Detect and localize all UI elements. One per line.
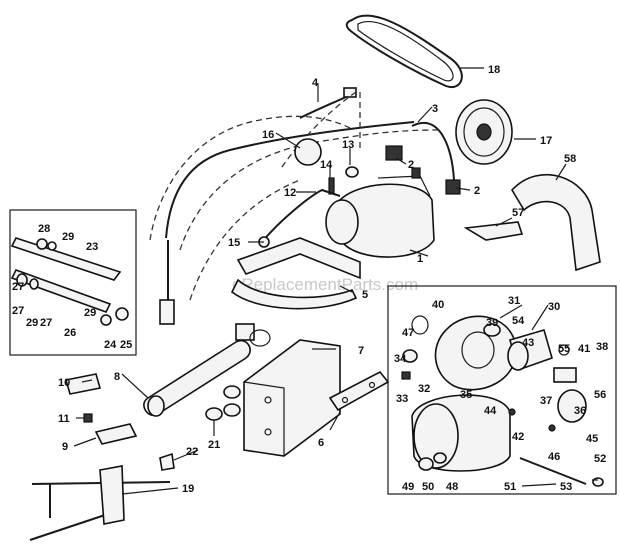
callout-37: 37 xyxy=(540,395,552,407)
callout-42: 42 xyxy=(512,431,524,443)
callout-5: 5 xyxy=(362,289,368,301)
support-bracket xyxy=(230,237,361,310)
callout-14: 14 xyxy=(320,159,333,171)
callout-12: 12 xyxy=(284,187,296,199)
callout-53: 53 xyxy=(560,481,572,493)
callout-36: 36 xyxy=(574,405,586,417)
inset-left-parts xyxy=(10,237,129,326)
clevis-parts xyxy=(64,373,138,445)
bracket-plate xyxy=(243,339,341,457)
callout-43: 43 xyxy=(522,337,534,349)
leader-lines xyxy=(73,67,598,495)
callout-11: 11 xyxy=(58,413,70,425)
callout-1: 1 xyxy=(417,253,423,265)
pulley xyxy=(455,99,513,165)
callout-57: 57 xyxy=(512,207,524,219)
callout-2b: 2 xyxy=(474,185,480,197)
shield xyxy=(463,173,601,272)
callout-3: 3 xyxy=(432,103,438,115)
callout-54: 54 xyxy=(512,315,525,327)
callout-22: 22 xyxy=(186,446,198,458)
callout-4: 4 xyxy=(312,77,319,89)
callout-47: 47 xyxy=(402,327,414,339)
callout-24: 24 xyxy=(104,339,117,351)
callout-27b: 27 xyxy=(40,317,52,329)
callout-21: 21 xyxy=(208,439,220,451)
callout-55: 55 xyxy=(558,343,570,355)
callout-52: 52 xyxy=(594,453,606,465)
callout-58: 58 xyxy=(564,153,576,165)
callout-56: 56 xyxy=(594,389,606,401)
callout-27c: 27 xyxy=(12,281,24,293)
callout-26: 26 xyxy=(64,327,76,339)
cylinder xyxy=(143,323,271,417)
callout-23: 23 xyxy=(86,241,98,253)
callout-45: 45 xyxy=(586,433,598,445)
callout-40: 40 xyxy=(432,299,444,311)
callout-19: 19 xyxy=(182,483,194,495)
callout-29a: 29 xyxy=(62,231,74,243)
callout-29c: 29 xyxy=(84,307,96,319)
callout-29b: 29 xyxy=(26,317,38,329)
callout-28: 28 xyxy=(38,223,50,235)
callout-17: 17 xyxy=(540,135,552,147)
callout-35: 35 xyxy=(460,389,472,401)
small-nuts xyxy=(159,385,241,471)
belt xyxy=(345,14,463,89)
callout-34: 34 xyxy=(394,353,407,365)
callout-27a: 27 xyxy=(12,305,24,317)
callout-30: 30 xyxy=(548,301,560,313)
inset-box-left xyxy=(9,209,137,356)
inset-box-right xyxy=(387,285,617,495)
callout-25: 25 xyxy=(120,339,132,351)
hoses xyxy=(159,87,455,325)
callout-49: 49 xyxy=(402,481,414,493)
callout-15: 15 xyxy=(228,237,240,249)
ball xyxy=(294,138,322,166)
callout-9: 9 xyxy=(62,441,68,453)
callout-8: 8 xyxy=(114,371,120,383)
callout-13: 13 xyxy=(342,139,354,151)
callout-50: 50 xyxy=(422,481,434,493)
callout-33: 33 xyxy=(396,393,408,405)
callout-38: 38 xyxy=(596,341,608,353)
callout-18: 18 xyxy=(488,64,500,76)
motor xyxy=(325,167,435,258)
callout-10: 10 xyxy=(58,377,70,389)
callout-46: 46 xyxy=(548,451,560,463)
callout-16: 16 xyxy=(262,129,274,141)
callout-41: 41 xyxy=(578,343,590,355)
callout-39: 39 xyxy=(486,317,498,329)
callout-6: 6 xyxy=(318,437,324,449)
callout-48: 48 xyxy=(446,481,458,493)
fittings xyxy=(328,145,461,195)
callout-7: 7 xyxy=(358,345,364,357)
callout-labels: 1 2 2 3 4 5 6 7 8 9 10 11 12 13 14 15 16… xyxy=(12,64,608,495)
callout-51: 51 xyxy=(504,481,516,493)
callout-2a: 2 xyxy=(408,159,414,171)
callout-32: 32 xyxy=(418,383,430,395)
callout-31: 31 xyxy=(508,295,520,307)
watermark: eReplacementParts.com xyxy=(232,275,418,294)
inset-right-parts xyxy=(401,315,604,487)
linkage xyxy=(29,465,171,541)
callout-44: 44 xyxy=(484,405,497,417)
